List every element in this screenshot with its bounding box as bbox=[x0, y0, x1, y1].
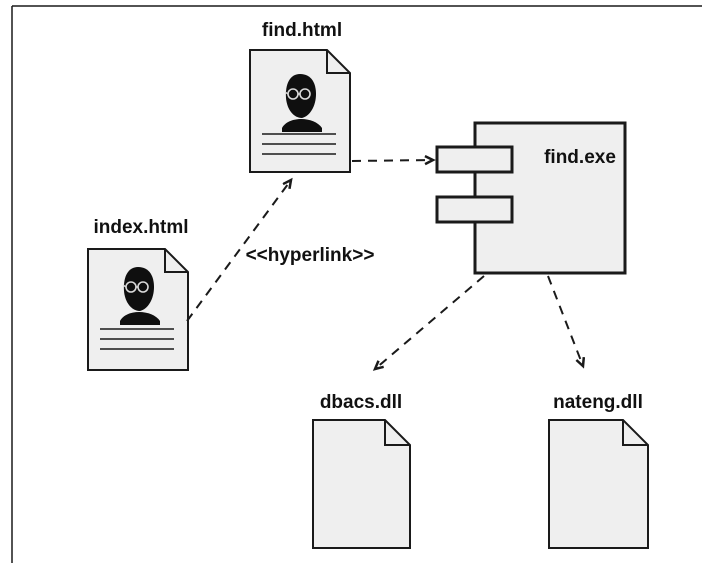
artifact-find-html bbox=[249, 49, 351, 173]
stereotype-hyperlink-label: <<hyperlink>> bbox=[246, 245, 375, 266]
artifact-dbacs-dll bbox=[312, 419, 411, 549]
component-port-top bbox=[435, 145, 514, 174]
label-find-html: find.html bbox=[262, 20, 342, 41]
label-nateng-dll: nateng.dll bbox=[553, 392, 643, 413]
component-port-bottom bbox=[435, 195, 514, 224]
dependency-find-html-to-exe bbox=[351, 160, 433, 161]
label-find-exe: find.exe bbox=[544, 147, 616, 168]
label-dbacs-dll: dbacs.dll bbox=[320, 392, 402, 413]
dependency-exe-to-dbacs bbox=[375, 275, 485, 369]
component-find-exe bbox=[435, 121, 627, 275]
artifact-nateng-dll bbox=[548, 419, 649, 549]
label-index-html: index.html bbox=[93, 217, 188, 238]
dependency-index-to-find bbox=[186, 180, 291, 322]
artifact-index-html bbox=[87, 248, 189, 371]
dependency-exe-to-nateng bbox=[547, 275, 583, 366]
